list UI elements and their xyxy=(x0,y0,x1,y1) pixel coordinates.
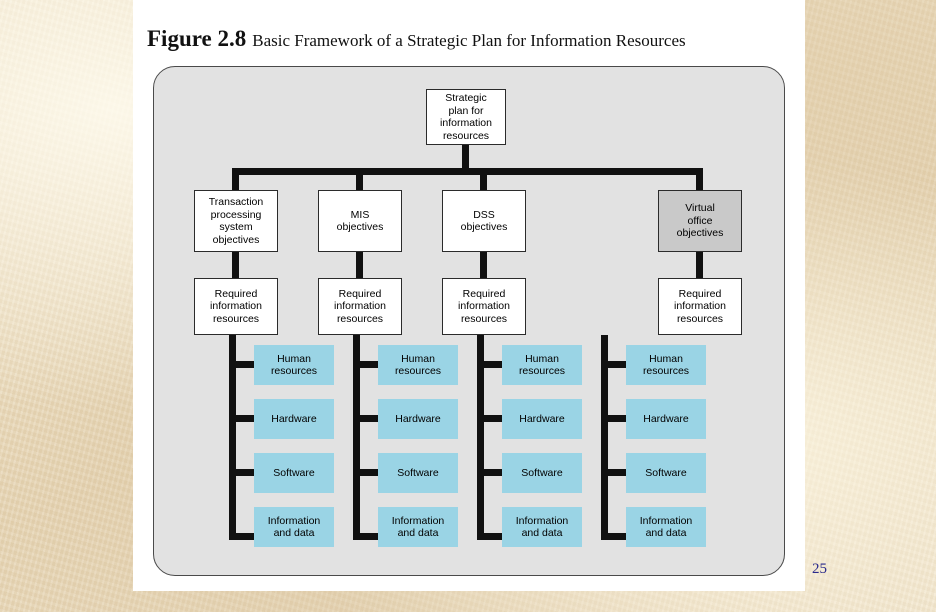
node-leaf-col1-human-resources: Human resources xyxy=(254,345,334,385)
node-required-col1: Required information resources xyxy=(194,278,278,335)
connector-bus-drop-col3 xyxy=(480,168,487,190)
connector-stub-col2-leaf1 xyxy=(353,361,379,368)
node-leaf-col4-human-resources: Human resources xyxy=(626,345,706,385)
connector-obj-to-req-col3 xyxy=(480,252,487,278)
node-leaf-col3-software: Software xyxy=(502,453,582,493)
node-leaf-col4-hardware: Hardware xyxy=(626,399,706,439)
connector-horizontal-bus xyxy=(232,168,703,175)
node-required-col2: Required information resources xyxy=(318,278,402,335)
figure-number: Figure 2.8 xyxy=(147,26,247,51)
node-leaf-col3-information-and-data: Information and data xyxy=(502,507,582,547)
node-objective-col2: MIS objectives xyxy=(318,190,402,252)
node-objective-col4: Virtual office objectives xyxy=(658,190,742,252)
connector-bus-drop-col2 xyxy=(356,168,363,190)
node-leaf-col1-software: Software xyxy=(254,453,334,493)
slide-content-card: Figure 2.8 Basic Framework of a Strategic… xyxy=(133,0,805,591)
connector-stub-col3-leaf1 xyxy=(477,361,503,368)
connector-spine-col1 xyxy=(229,335,236,540)
node-leaf-col3-human-resources: Human resources xyxy=(502,345,582,385)
connector-stub-col4-leaf2 xyxy=(601,415,627,422)
node-leaf-col2-software: Software xyxy=(378,453,458,493)
connector-bus-drop-col4 xyxy=(696,168,703,190)
connector-stub-col3-leaf3 xyxy=(477,469,503,476)
node-leaf-col4-information-and-data: Information and data xyxy=(626,507,706,547)
node-leaf-col2-hardware: Hardware xyxy=(378,399,458,439)
connector-stub-col4-leaf1 xyxy=(601,361,627,368)
node-leaf-col1-hardware: Hardware xyxy=(254,399,334,439)
node-required-col4: Required information resources xyxy=(658,278,742,335)
connector-obj-to-req-col2 xyxy=(356,252,363,278)
diagram-panel: Strategic plan for information resources… xyxy=(153,66,785,576)
connector-stub-col3-leaf4 xyxy=(477,533,503,540)
connector-obj-to-req-col4 xyxy=(696,252,703,278)
connector-stub-col2-leaf3 xyxy=(353,469,379,476)
node-root-strategic-plan: Strategic plan for information resources xyxy=(426,89,506,145)
node-leaf-col1-information-and-data: Information and data xyxy=(254,507,334,547)
connector-stub-col4-leaf4 xyxy=(601,533,627,540)
connector-bus-drop-col1 xyxy=(232,168,239,190)
connector-stub-col2-leaf2 xyxy=(353,415,379,422)
figure-caption: Figure 2.8 Basic Framework of a Strategic… xyxy=(147,26,797,52)
connector-stub-col1-leaf4 xyxy=(229,533,255,540)
node-leaf-col3-hardware: Hardware xyxy=(502,399,582,439)
node-leaf-col2-information-and-data: Information and data xyxy=(378,507,458,547)
figure-title: Basic Framework of a Strategic Plan for … xyxy=(252,31,686,50)
connector-spine-col3 xyxy=(477,335,484,540)
node-objective-col1: Transaction processing system objectives xyxy=(194,190,278,252)
connector-spine-col2 xyxy=(353,335,360,540)
node-leaf-col2-human-resources: Human resources xyxy=(378,345,458,385)
page-number: 25 xyxy=(812,561,827,577)
connector-obj-to-req-col1 xyxy=(232,252,239,278)
connector-root-stem xyxy=(462,145,469,172)
node-leaf-col4-software: Software xyxy=(626,453,706,493)
connector-stub-col4-leaf3 xyxy=(601,469,627,476)
connector-stub-col1-leaf2 xyxy=(229,415,255,422)
connector-stub-col1-leaf1 xyxy=(229,361,255,368)
node-required-col3: Required information resources xyxy=(442,278,526,335)
connector-spine-col4 xyxy=(601,335,608,540)
connector-stub-col1-leaf3 xyxy=(229,469,255,476)
connector-stub-col3-leaf2 xyxy=(477,415,503,422)
node-objective-col3: DSS objectives xyxy=(442,190,526,252)
connector-stub-col2-leaf4 xyxy=(353,533,379,540)
